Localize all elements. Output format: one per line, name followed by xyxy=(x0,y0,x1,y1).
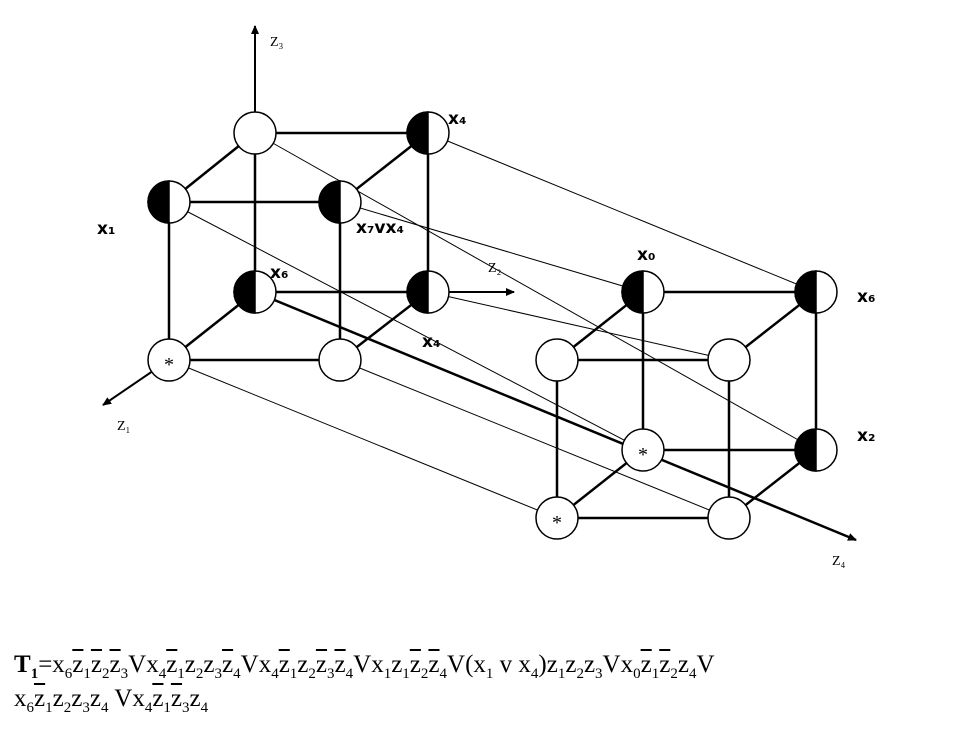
axes xyxy=(102,25,857,542)
formula-eq: = xyxy=(38,651,53,678)
axis-label-z3: Z₃ xyxy=(270,35,284,50)
cube-1-nodes xyxy=(147,111,450,382)
node-c2-front-top-right xyxy=(707,338,751,382)
node-c1-front-bottom-left xyxy=(147,338,191,382)
axis-label-z2: Z₂ xyxy=(488,261,502,276)
node-c1-back-bottom-left xyxy=(233,270,277,314)
formula-line-1: T1=x6z1z2z3Vx4z1z2z3z4Vx4z1z2z3z4Vx1z1z2… xyxy=(14,651,715,682)
formula-lhs-sub: 1 xyxy=(30,666,39,682)
node-c1-back-bottom-right xyxy=(406,270,450,314)
or-op: V xyxy=(240,651,259,678)
axis-label-z4: Z₄ xyxy=(832,554,846,569)
node-c2-back-bottom-left xyxy=(621,428,665,472)
label-x7vx4: x₇vx₄ xyxy=(356,218,404,238)
node-c2-back-bottom-right xyxy=(794,428,838,472)
or-op: V xyxy=(114,685,133,712)
node-c2-back-top-left xyxy=(621,270,665,314)
star-mark-c2-back: * xyxy=(638,444,648,466)
label-x6-left: x₆ xyxy=(270,263,288,283)
cube-2-nodes xyxy=(535,270,838,540)
or-op: V xyxy=(447,651,466,678)
axis-label-z1: Z₁ xyxy=(117,419,130,434)
node-c1-back-top-left xyxy=(233,111,277,155)
or-op: V xyxy=(602,651,621,678)
formula-line-2: x6z1z2z3z4 Vx4z1z3z4 xyxy=(14,685,209,716)
or-op: V xyxy=(128,651,147,678)
node-c2-front-bottom-right xyxy=(707,496,751,540)
hypercube-diagram: * * * Z₃ Z₂ Z₁ Z₄ x₄ x₁ x₇vx₄ x₆ x₄ x₀ x… xyxy=(97,25,875,569)
cube-link-lines xyxy=(168,132,817,519)
label-x4-top: x₄ xyxy=(448,109,466,129)
formula-lhs: T xyxy=(14,651,31,678)
star-mark-c1: * xyxy=(164,354,174,376)
node-c2-front-bottom-left xyxy=(535,496,579,540)
label-x6-right: x₆ xyxy=(857,287,875,307)
or-op: V xyxy=(696,651,715,678)
node-c2-front-top-left xyxy=(535,338,579,382)
label-x2: x₂ xyxy=(857,426,875,446)
cube-1-edges xyxy=(167,131,430,362)
node-c1-front-bottom-right xyxy=(318,338,362,382)
node-c1-front-top-right xyxy=(318,180,362,224)
node-c1-back-top-right xyxy=(406,111,450,155)
star-mark-c2-front: * xyxy=(552,512,562,534)
z4-axis xyxy=(254,290,857,542)
label-x4-mid: x₄ xyxy=(422,332,440,352)
label-x0: x₀ xyxy=(637,245,655,265)
node-c1-front-top-left xyxy=(147,180,191,224)
label-x1: x₁ xyxy=(97,219,115,239)
node-c2-back-top-right xyxy=(794,270,838,314)
or-op: V xyxy=(353,651,372,678)
